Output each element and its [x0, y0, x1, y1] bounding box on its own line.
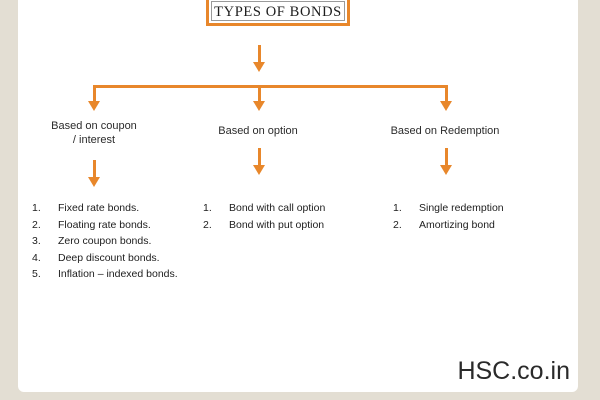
site-watermark: HSC.co.in [457, 357, 570, 385]
list-item: 5. Inflation – indexed bonds. [32, 266, 178, 283]
list-item-number: 2. [203, 218, 212, 231]
list-item-number: 4. [32, 251, 41, 264]
branch-label-coupon: Based on coupon / interest [51, 120, 137, 146]
list-item-label: Zero coupon bonds. [58, 235, 152, 247]
bus-drop-left-stem [93, 85, 96, 104]
root-connector-stem [258, 45, 261, 67]
branch-right-list-stem [445, 148, 448, 170]
list-item: 1. Single redemption [393, 200, 504, 217]
list-item-number: 5. [32, 268, 41, 280]
diagram-title-inner-border: TYPES OF BONDS [211, 1, 345, 21]
list-item-label: Deep discount bonds. [58, 251, 160, 264]
bus-drop-middle-arrowhead [253, 101, 265, 111]
list-item: 2. Bond with put option [203, 217, 325, 234]
branch-right-list-arrowhead [440, 165, 452, 175]
list-option: 1. Bond with call option 2. Bond with pu… [203, 200, 325, 233]
list-item: 2. Floating rate bonds. [32, 217, 178, 234]
list-item-label: Floating rate bonds. [58, 218, 151, 231]
list-item-label: Fixed rate bonds. [58, 202, 140, 214]
branch-middle-list-arrowhead [253, 165, 265, 175]
branch-label-option: Based on option [218, 125, 298, 137]
list-item: 1. Bond with call option [203, 200, 325, 217]
list-item-number: 2. [393, 218, 402, 231]
bus-drop-left-arrowhead [88, 101, 100, 111]
root-connector-arrowhead [253, 62, 265, 72]
list-item: 1. Fixed rate bonds. [32, 200, 178, 217]
list-item-number: 3. [32, 235, 41, 247]
bus-drop-middle-stem [258, 85, 261, 104]
list-item-label: Bond with call option [229, 202, 326, 214]
diagram-title-box: TYPES OF BONDS [206, 0, 350, 26]
list-item: 2. Amortizing bond [393, 217, 504, 234]
diagram-title-text: TYPES OF BONDS [214, 3, 342, 20]
list-item-label: Single redemption [419, 202, 504, 214]
list-item-label: Inflation – indexed bonds. [58, 268, 178, 280]
list-item-number: 2. [32, 218, 41, 231]
list-item-number: 1. [393, 202, 402, 214]
branch-left-list-stem [93, 160, 96, 182]
list-item-number: 1. [32, 202, 41, 214]
list-item: 3. Zero coupon bonds. [32, 233, 178, 250]
list-item: 4. Deep discount bonds. [32, 250, 178, 267]
list-item-number: 1. [203, 202, 212, 214]
bus-bar-horizontal [93, 85, 448, 88]
list-item-label: Amortizing bond [419, 218, 495, 231]
branch-label-redemption: Based on Redemption [390, 125, 500, 137]
branch-left-list-arrowhead [88, 177, 100, 187]
list-redemption: 1. Single redemption 2. Amortizing bond [393, 200, 504, 233]
branch-middle-list-stem [258, 148, 261, 170]
list-item-label: Bond with put option [229, 218, 325, 231]
list-coupon-interest: 1. Fixed rate bonds. 2. Floating rate bo… [32, 200, 178, 283]
diagram-page: TYPES OF BONDS Based on coupon / interes… [18, 0, 578, 392]
bus-drop-right-arrowhead [440, 101, 452, 111]
bus-drop-right-stem [445, 85, 448, 104]
